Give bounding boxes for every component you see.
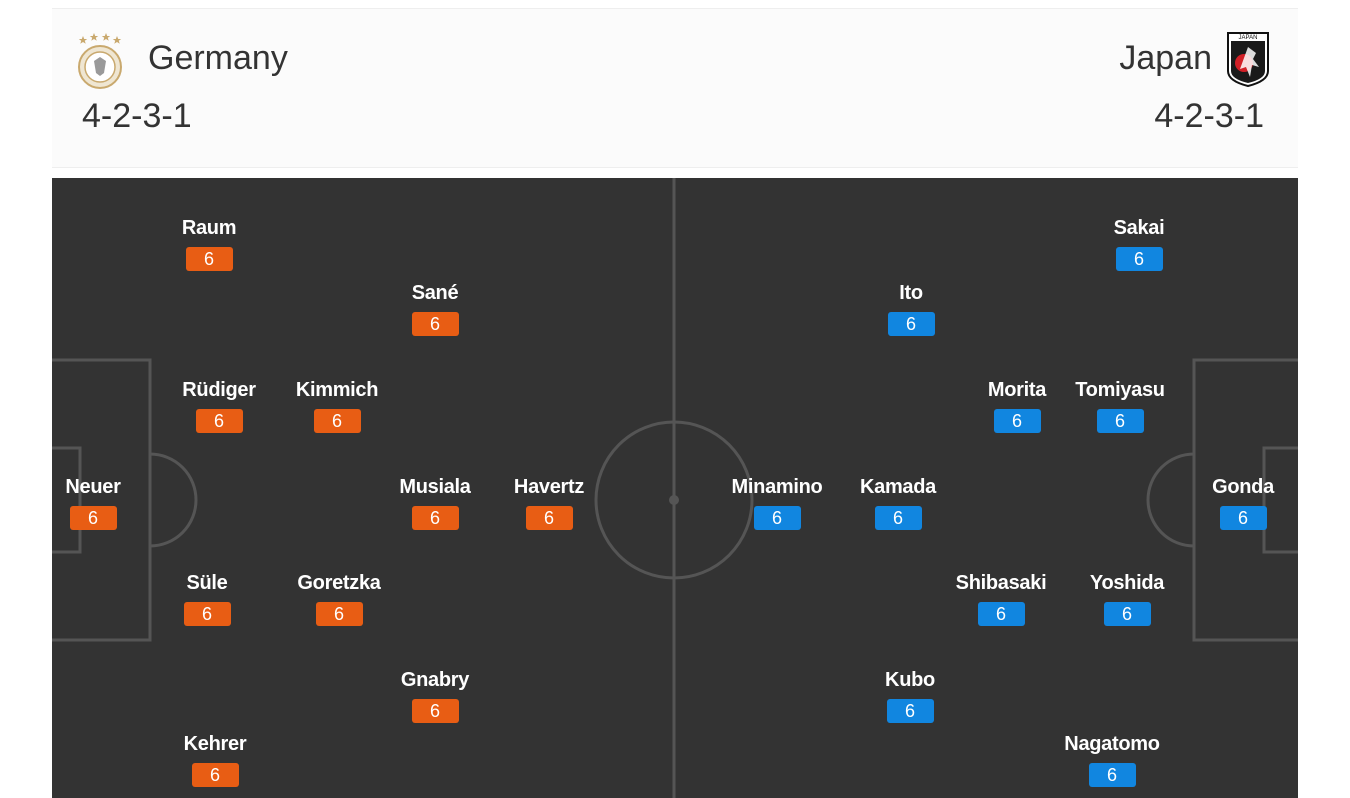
- player-name: Sakai: [1113, 217, 1165, 239]
- player-rating-badge: 6: [1115, 247, 1163, 271]
- player-rating-badge: 6: [191, 763, 239, 787]
- player-name: Gonda: [1212, 476, 1274, 498]
- pitch-markings: [52, 178, 1298, 798]
- player-rating-badge: 6: [993, 409, 1041, 433]
- player-name: Musiala: [399, 476, 471, 498]
- player-name: Morita: [987, 379, 1047, 401]
- player-rating-badge: 6: [315, 602, 363, 626]
- player-rating-badge: 6: [185, 247, 233, 271]
- player-name: Gnabry: [400, 669, 470, 691]
- player-card[interactable]: Goretzka 6: [284, 571, 394, 626]
- player-name: Nagatomo: [1064, 733, 1160, 755]
- player-name: Yoshida: [1089, 572, 1165, 594]
- player-card[interactable]: Minamino 6: [722, 475, 832, 530]
- player-card[interactable]: Kamada 6: [843, 475, 953, 530]
- player-rating-badge: 6: [195, 409, 243, 433]
- player-card[interactable]: Neuer 6: [38, 475, 148, 530]
- player-card[interactable]: Havertz 6: [494, 475, 604, 530]
- player-card[interactable]: Musiala 6: [380, 475, 490, 530]
- player-name: Neuer: [65, 476, 121, 498]
- player-rating-badge: 6: [411, 699, 459, 723]
- player-card[interactable]: Rüdiger 6: [164, 378, 274, 433]
- player-card[interactable]: Kehrer 6: [160, 732, 270, 787]
- player-card[interactable]: Sané 6: [380, 281, 490, 336]
- dfb-crest-icon: [78, 33, 122, 89]
- player-rating-badge: 6: [886, 699, 934, 723]
- player-name: Kimmich: [295, 379, 379, 401]
- player-rating-badge: 6: [183, 602, 231, 626]
- player-rating-badge: 6: [977, 602, 1025, 626]
- player-rating-badge: 6: [411, 506, 459, 530]
- player-card[interactable]: Kubo 6: [855, 668, 965, 723]
- player-name: Süle: [186, 572, 228, 594]
- player-name: Kamada: [859, 476, 936, 498]
- player-card[interactable]: Gonda 6: [1188, 475, 1298, 530]
- player-rating-badge: 6: [1096, 409, 1144, 433]
- player-rating-badge: 6: [887, 312, 935, 336]
- jfa-crest-icon: JAPAN: [1227, 32, 1269, 87]
- player-card[interactable]: Morita 6: [962, 378, 1072, 433]
- player-rating-badge: 6: [874, 506, 922, 530]
- player-card[interactable]: Nagatomo 6: [1057, 732, 1167, 787]
- player-name: Kehrer: [183, 733, 247, 755]
- jfa-crest-text: JAPAN: [1239, 35, 1258, 41]
- home-team-name: Germany: [148, 39, 288, 77]
- player-name: Raum: [181, 217, 237, 239]
- player-name: Ito: [899, 282, 923, 304]
- player-rating-badge: 6: [753, 506, 801, 530]
- player-name: Minamino: [731, 476, 823, 498]
- player-rating-badge: 6: [411, 312, 459, 336]
- player-name: Shibasaki: [955, 572, 1047, 594]
- pitch: Raum 6 Sané 6 Rüdiger 6 Kimmich 6 Neuer …: [52, 178, 1298, 798]
- player-rating-badge: 6: [525, 506, 573, 530]
- player-rating-badge: 6: [313, 409, 361, 433]
- player-name: Kubo: [885, 669, 935, 691]
- player-name: Havertz: [513, 476, 585, 498]
- player-name: Rüdiger: [182, 379, 256, 401]
- player-card[interactable]: Shibasaki 6: [946, 571, 1056, 626]
- player-rating-badge: 6: [69, 506, 117, 530]
- player-card[interactable]: Ito 6: [856, 281, 966, 336]
- player-rating-badge: 6: [1103, 602, 1151, 626]
- player-card[interactable]: Raum 6: [154, 216, 264, 271]
- player-card[interactable]: Gnabry 6: [380, 668, 490, 723]
- home-formation: 4-2-3-1: [82, 97, 192, 135]
- lineup-header: Germany 4-2-3-1 Japan 4-2-3-1 JAPAN: [52, 8, 1298, 168]
- player-card[interactable]: Tomiyasu 6: [1065, 378, 1175, 433]
- player-card[interactable]: Yoshida 6: [1072, 571, 1182, 626]
- player-rating-badge: 6: [1219, 506, 1267, 530]
- player-card[interactable]: Sakai 6: [1084, 216, 1194, 271]
- player-card[interactable]: Süle 6: [152, 571, 262, 626]
- away-formation: 4-2-3-1: [1154, 97, 1264, 135]
- away-team-name: Japan: [1119, 39, 1212, 77]
- player-rating-badge: 6: [1088, 763, 1136, 787]
- player-name: Tomiyasu: [1075, 379, 1165, 401]
- player-name: Sané: [411, 282, 459, 304]
- player-card[interactable]: Kimmich 6: [282, 378, 392, 433]
- player-name: Goretzka: [297, 572, 381, 594]
